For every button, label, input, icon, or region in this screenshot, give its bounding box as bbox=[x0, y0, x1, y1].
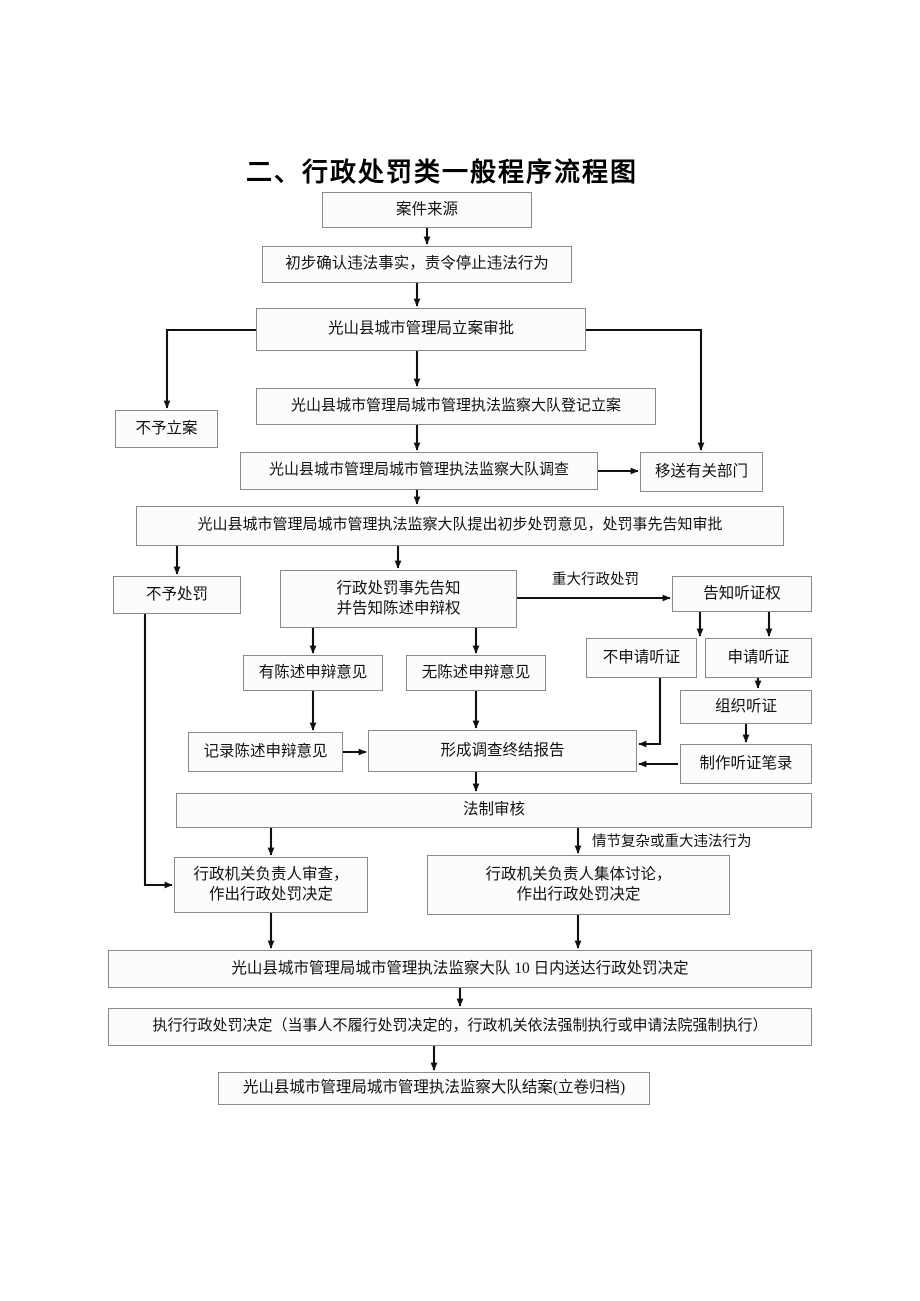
page-title-text: 二、行政处罚类一般程序流程图 bbox=[245, 158, 638, 187]
node-serve-decision-10-days[interactable]: 光山县城市管理局城市管理执法监察大队 10 日内送达行政处罚决定 bbox=[108, 950, 812, 988]
node-label: 行政处罚事先告知 并告知陈述申辩权 bbox=[336, 579, 461, 617]
edge-label-complex-case: 情节复杂或重大违法行为 bbox=[592, 834, 752, 850]
page-title: 二、行政处罚类一般程序流程图 bbox=[0, 152, 920, 189]
node-label: 光山县城市管理局城市管理执法监察大队调查 bbox=[268, 462, 569, 479]
node-label: 申请听证 bbox=[727, 648, 790, 666]
node-filing-approval[interactable]: 光山县城市管理局立案审批 bbox=[256, 308, 586, 351]
edge-n14-n18 bbox=[638, 678, 662, 748]
node-no-hearing-request[interactable]: 不申请听证 bbox=[586, 638, 697, 678]
node-hearing-request[interactable]: 申请听证 bbox=[705, 638, 812, 678]
node-label: 初步确认违法事实，责令停止违法行为 bbox=[285, 255, 549, 273]
node-label: 不申请听证 bbox=[602, 648, 681, 666]
node-hearing-transcript[interactable]: 制作听证笔录 bbox=[680, 744, 812, 784]
node-investigation-report[interactable]: 形成调查终结报告 bbox=[368, 730, 637, 772]
node-preliminary-penalty-opinion[interactable]: 光山县城市管理局城市管理执法监察大队提出初步处罚意见，处罚事先告知审批 bbox=[136, 506, 784, 546]
node-legal-review[interactable]: 法制审核 bbox=[176, 793, 812, 828]
edge-label-major-penalty: 重大行政处罚 bbox=[552, 572, 639, 588]
node-label: 执行行政处罚决定（当事人不履行处罚决定的，行政机关依法强制执行或申请法院强制执行… bbox=[152, 1018, 768, 1035]
node-has-statement-opinion[interactable]: 有陈述申辩意见 bbox=[243, 655, 383, 691]
node-investigation[interactable]: 光山县城市管理局城市管理执法监察大队调查 bbox=[240, 452, 598, 490]
node-label: 记录陈述申辩意见 bbox=[203, 742, 328, 760]
node-label: 法制审核 bbox=[462, 801, 525, 819]
node-label: 光山县城市管理局立案审批 bbox=[327, 320, 514, 338]
node-label: 制作听证笔录 bbox=[699, 754, 793, 772]
node-no-statement-opinion[interactable]: 无陈述申辩意见 bbox=[406, 655, 546, 691]
node-label: 形成调查终结报告 bbox=[440, 741, 565, 759]
node-transfer-to-department[interactable]: 移送有关部门 bbox=[640, 452, 763, 492]
edge-n3-n4 bbox=[163, 328, 256, 409]
node-no-penalty[interactable]: 不予处罚 bbox=[113, 576, 241, 614]
node-preliminary-confirmation[interactable]: 初步确认违法事实，责令停止违法行为 bbox=[262, 246, 572, 283]
node-label: 光山县城市管理局城市管理执法监察大队提出初步处罚意见，处罚事先告知审批 bbox=[197, 517, 723, 534]
edge-n3-n7 bbox=[586, 328, 705, 451]
node-label: 组织听证 bbox=[714, 697, 777, 715]
node-label: 光山县城市管理局城市管理执法监察大队 10 日内送达行政处罚决定 bbox=[231, 959, 689, 977]
node-label: 不予处罚 bbox=[145, 585, 208, 603]
node-label: 光山县城市管理局城市管理执法监察大队结案(立卷归档) bbox=[242, 1079, 626, 1097]
node-label: 有陈述申辩意见 bbox=[258, 663, 368, 681]
node-label: 移送有关部门 bbox=[654, 462, 748, 480]
edge-n9-n21 bbox=[143, 614, 173, 889]
node-label: 行政机关负责人审查， 作出行政处罚决定 bbox=[193, 865, 349, 903]
node-registration-filing[interactable]: 光山县城市管理局城市管理执法监察大队登记立案 bbox=[256, 388, 656, 425]
node-execute-decision[interactable]: 执行行政处罚决定（当事人不履行处罚决定的，行政机关依法强制执行或申请法院强制执行… bbox=[108, 1008, 812, 1046]
node-label: 光山县城市管理局城市管理执法监察大队登记立案 bbox=[290, 397, 621, 414]
node-notify-hearing-right[interactable]: 告知听证权 bbox=[672, 576, 812, 612]
node-case-closure-archive[interactable]: 光山县城市管理局城市管理执法监察大队结案(立卷归档) bbox=[218, 1072, 650, 1105]
node-head-review-decision[interactable]: 行政机关负责人审查， 作出行政处罚决定 bbox=[174, 857, 368, 913]
node-label: 不予立案 bbox=[135, 419, 198, 437]
node-label: 案件来源 bbox=[395, 200, 458, 218]
node-record-statement[interactable]: 记录陈述申辩意见 bbox=[188, 732, 343, 772]
edge-group bbox=[143, 228, 773, 1071]
node-label: 行政机关负责人集体讨论， 作出行政处罚决定 bbox=[485, 865, 672, 903]
node-organize-hearing[interactable]: 组织听证 bbox=[680, 690, 812, 724]
node-advance-notice[interactable]: 行政处罚事先告知 并告知陈述申辩权 bbox=[280, 570, 517, 628]
node-collective-discussion-decision[interactable]: 行政机关负责人集体讨论， 作出行政处罚决定 bbox=[427, 855, 730, 915]
node-no-filing[interactable]: 不予立案 bbox=[115, 410, 218, 448]
node-label: 无陈述申辩意见 bbox=[421, 663, 531, 681]
node-label: 告知听证权 bbox=[703, 584, 781, 602]
node-case-source[interactable]: 案件来源 bbox=[322, 192, 532, 228]
